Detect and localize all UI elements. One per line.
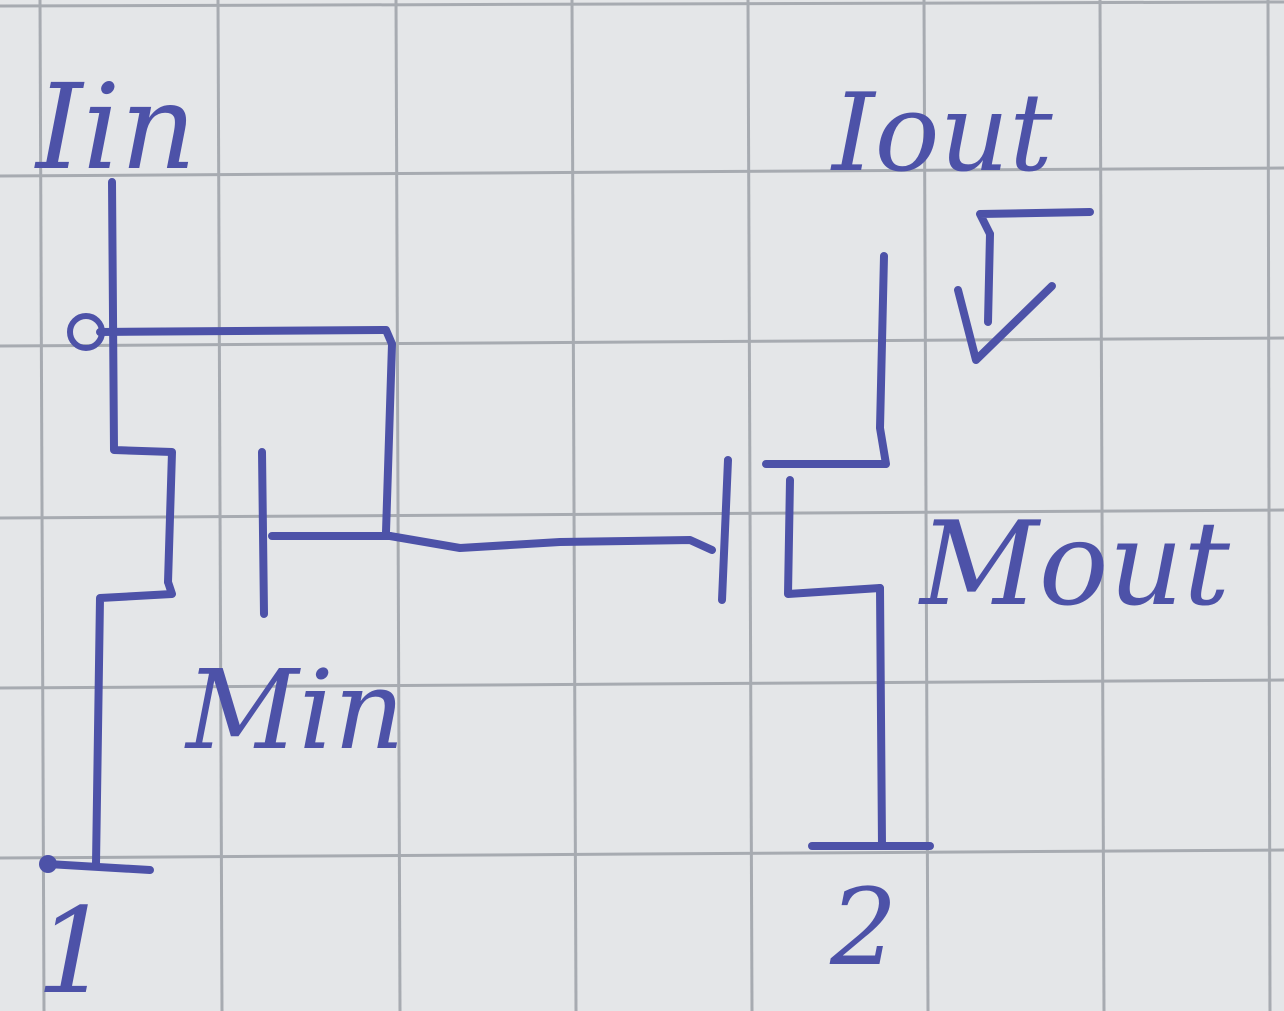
input-source-wire xyxy=(92,578,176,868)
input-gate-plate xyxy=(258,448,268,618)
gate-wire xyxy=(386,532,716,554)
output-ratio-label: 2 xyxy=(829,866,897,989)
input-current-label: Iin xyxy=(34,58,196,196)
output-transistor xyxy=(718,252,934,850)
output-gate-plate xyxy=(718,456,732,604)
input-transistor xyxy=(39,178,396,874)
input-drain-wire xyxy=(108,178,176,586)
input-ratio-label: 1 xyxy=(36,882,111,1011)
current-direction-arrow xyxy=(954,208,1094,364)
output-current-label: Iout xyxy=(830,71,1053,196)
output-source-wire xyxy=(876,584,886,850)
diode-connection-wire xyxy=(96,326,396,536)
output-drain-wire xyxy=(762,252,890,468)
output-channel xyxy=(784,476,884,598)
input-transistor-label: Min xyxy=(184,646,405,774)
output-transistor-label: Mout xyxy=(918,497,1230,632)
input-ground-line xyxy=(44,860,154,874)
